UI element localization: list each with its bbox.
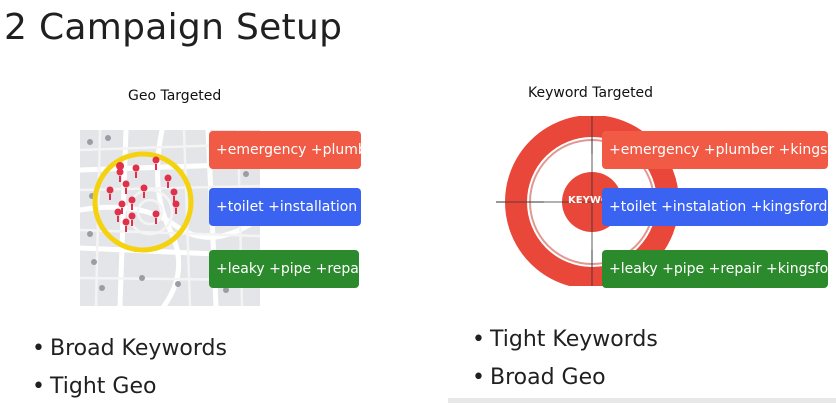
geo-keyword-leaky: +leaky +pipe +repair <box>209 250 369 288</box>
list-item: •Broad Keywords <box>32 336 227 361</box>
divider <box>448 398 836 403</box>
slide-title: 2 Campaign Setup <box>4 7 343 48</box>
keyword-keyword-toilet: +toilet +instalation +kingsford <box>602 188 828 226</box>
target-label: KEYWO <box>568 195 610 206</box>
list-item: •Broad Geo <box>472 365 606 390</box>
geo-bullet-list: •Broad Keywords •Tight Geo <box>32 330 227 406</box>
keyword-bullet-list: •Tight Keywords •Broad Geo <box>472 321 658 397</box>
list-item: •Tight Keywords <box>472 327 658 352</box>
keyword-heading: Keyword Targeted <box>528 85 654 101</box>
keyword-keyword-emergency: +emergency +plumber +kingsford <box>602 131 836 169</box>
geo-keyword-emergency: +emergency +plumbing <box>209 131 388 169</box>
geo-heading: Geo Targeted <box>128 88 222 104</box>
keyword-keyword-leaky: +leaky +pipe +repair +kingsford <box>602 250 836 288</box>
list-item: •Tight Geo <box>32 374 157 399</box>
map-pin-icon <box>106 156 180 226</box>
geo-keyword-toilet: +toilet +installation <box>209 188 361 226</box>
